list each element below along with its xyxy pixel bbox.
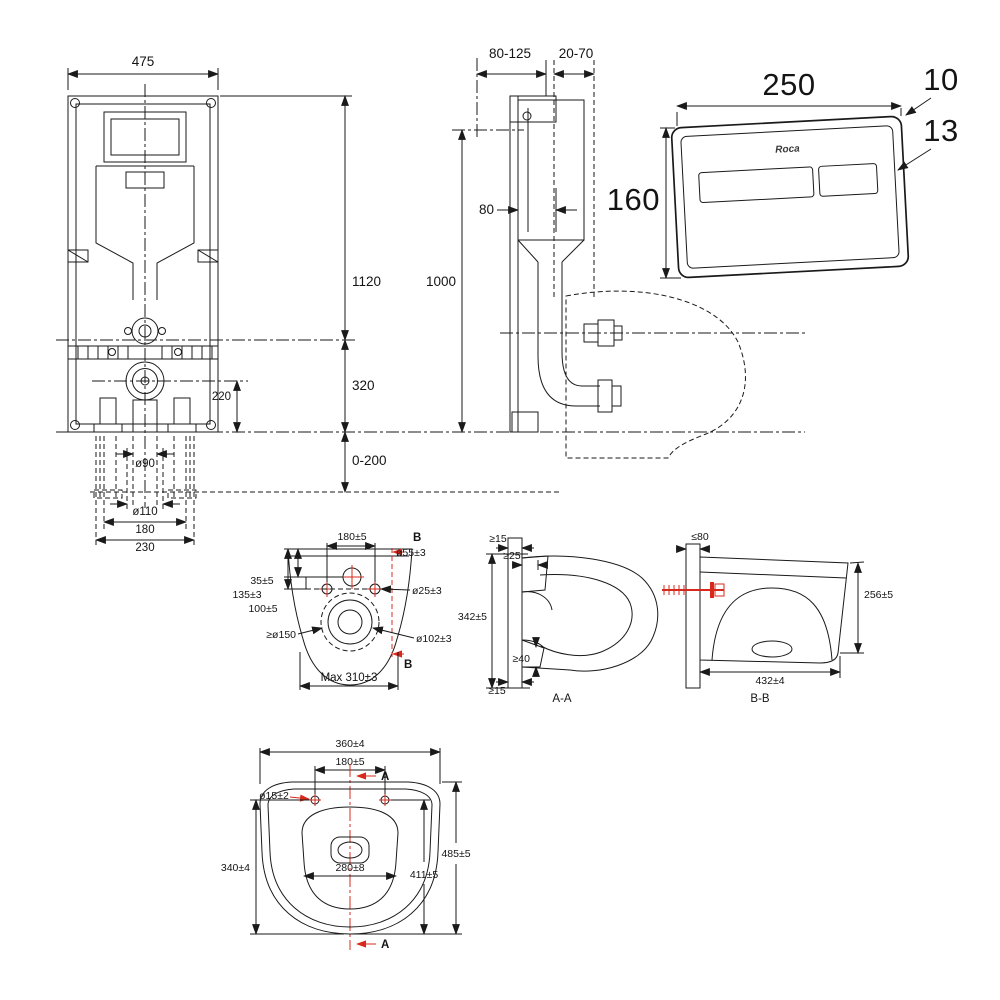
brand-logo: Roca [775,143,800,155]
section-bb-view: ≤80 256±5 432±4 B-B [662,531,893,705]
dim-13: 13 [923,113,958,148]
wall-hatch [685,543,701,689]
frame-rail-profile [509,95,519,433]
small-flush-button [818,163,879,197]
dim-256-5: 256±5 [864,589,893,601]
dim-max-310: Max 310±3 [321,672,378,684]
side-foot [511,411,539,433]
dim-g25: ≥25 [503,550,521,562]
dim-1120: 1120 [352,274,381,289]
dim-dia110: ø110 [132,506,157,518]
inner-rim [301,806,399,910]
dim-dia90: ø90 [135,458,155,470]
bowl-outline [259,781,441,935]
frame-side-view: 80-125 20-70 80 1000 [426,46,805,459]
dim-dia55: ø55±3 [396,547,426,559]
bowl-section-outline [521,555,659,672]
inlet-hole-crosshair [340,565,364,589]
dim-g15-bottom: ≥15 [488,685,506,697]
flush-bend [537,355,600,407]
dim-360-4: 360±4 [335,738,364,750]
dim-10: 10 [923,62,958,97]
right-leg [173,397,191,425]
large-flush-button [698,166,815,204]
label-aa: A-A [552,693,572,705]
dim-411-5: 411±5 [410,869,439,881]
dim-20-70: 20-70 [559,46,594,61]
dim-g40: ≥40 [513,653,531,665]
dim-80-125: 80-125 [489,46,531,61]
dim-280-8: 280±8 [335,862,364,874]
access-panel [103,111,187,163]
dim-342-5: 342±5 [458,611,487,623]
dim-dia15: ø15±2 [259,790,289,802]
cistern-profile [517,99,585,241]
section-aa-view: ≥15 ≥25 342±5 ≥40 ≥15 A-A [458,533,659,705]
bowl-dome-curve [711,587,833,661]
dim-250: 250 [762,67,815,102]
flush-plate-body: Roca [670,115,910,279]
label-a-top: A [381,771,389,783]
dim-340-4: 340±4 [221,862,250,874]
mounting-rail [67,345,219,360]
dim-180: 180 [135,524,154,536]
dim-160: 160 [607,182,660,217]
dim-dia150: ≥ø150 [266,629,296,641]
dim-475: 475 [132,54,155,69]
dim-80: 80 [479,202,494,217]
bowl-bottom-view: 180±5 B B ø55±3 35±5 135±3 100±5 ø25±3 ø… [232,531,452,690]
fixing-bolt [662,582,725,598]
dim-180-5-top: 180±5 [335,756,364,768]
leg-extension-dashed [95,436,195,548]
dim-485-5: 485±5 [441,848,470,860]
drain-pipe [132,399,158,433]
dim-135-3: 135±3 [232,589,261,601]
dim-320: 320 [352,378,375,393]
frame-front-view: 475 1120 320 0-200 220 ø90 ø110 180 230 [56,54,387,554]
dim-g80: ≤80 [691,531,709,543]
plate-outline [670,115,910,279]
bowl-silhouette-dashed [565,290,746,459]
dim-432-4: 432±4 [755,675,784,687]
dim-dia102: ø102±3 [416,633,452,645]
cistern-outline [95,165,195,300]
bowl-outline [287,548,413,686]
drain-hole [327,599,373,645]
dim-230: 230 [135,542,154,554]
left-leg [99,397,117,425]
bowl-top-view: 360±4 180±5 A A ø15±2 340±4 280±8 485±5 … [221,738,471,951]
dim-180-5: 180±5 [337,531,366,543]
dim-1000: 1000 [426,274,456,289]
dim-100-5: 100±5 [248,603,277,615]
dim-35-5: 35±5 [250,575,273,587]
flush-plate-view: Roca 250 160 10 13 [607,62,958,280]
finished-wall-lines [553,60,595,300]
cistern-cap [509,95,557,123]
label-b-top: B [413,532,421,544]
label-b-bottom: B [404,659,412,671]
bowl-section-outline [699,556,849,664]
dim-0-200: 0-200 [352,453,387,468]
floor-lines [56,431,805,493]
frame-outline [67,95,219,433]
label-bb: B-B [750,693,770,705]
dim-g15-top: ≥15 [489,533,507,545]
flush-recess [330,836,370,864]
dim-dia25: ø25±3 [412,585,442,597]
label-a-bottom: A [381,939,389,951]
dim-220: 220 [212,391,231,403]
